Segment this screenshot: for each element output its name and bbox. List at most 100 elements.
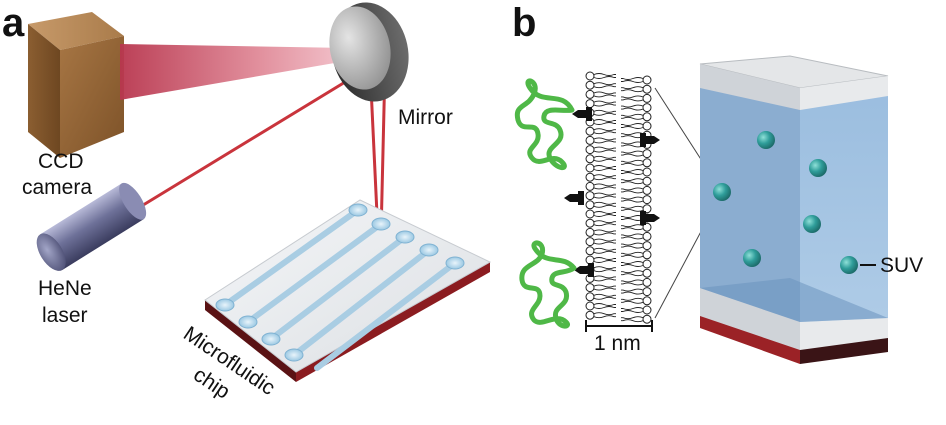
- suv-particle: [809, 159, 827, 177]
- anchor-icon: [574, 263, 594, 277]
- lipid-tail: [593, 100, 616, 107]
- chip-well: [238, 315, 258, 329]
- anchor-icon: [564, 191, 584, 205]
- lipid-head: [585, 218, 595, 228]
- lipid-head: [585, 145, 595, 155]
- laser-label-line1: HeNe: [38, 277, 92, 300]
- lipid-tail: [621, 215, 644, 221]
- protein-coil-icon: [514, 78, 575, 170]
- lipid-tail: [621, 251, 644, 258]
- lipid-tail: [593, 192, 616, 199]
- camera-front-face: [28, 24, 60, 158]
- microfluidic-chip: [204, 199, 492, 382]
- lipid-tail: [593, 220, 616, 227]
- lipid-tail: [593, 238, 616, 245]
- lipid-tail: [621, 113, 644, 120]
- lipid-tail: [621, 196, 644, 203]
- lipid-head: [642, 84, 652, 94]
- chip-well: [395, 230, 415, 244]
- lipid-tail: [621, 141, 644, 148]
- lipid-tail: [593, 284, 616, 291]
- lipid-head: [585, 301, 595, 311]
- panel-b-label: b: [512, 1, 536, 45]
- chip-well: [419, 243, 439, 257]
- chip-well: [348, 203, 368, 217]
- lipid-head: [585, 80, 595, 90]
- chip-well: [284, 348, 304, 362]
- lipid-head: [585, 126, 595, 136]
- chip-well: [371, 217, 391, 231]
- mirror-face: [329, 6, 391, 90]
- panel-a-label: a: [2, 1, 25, 45]
- lipid-tail: [593, 82, 616, 89]
- panel-b: b 1 nm: [512, 1, 923, 364]
- lipid-tail: [621, 86, 644, 93]
- lipid-tail: [593, 119, 616, 125]
- lipid-tail: [621, 132, 644, 139]
- mirror: [329, 2, 409, 102]
- membrane-anchors: [564, 107, 660, 277]
- lipid-tail: [621, 288, 644, 295]
- laser-back-cap: [36, 233, 66, 271]
- lipid-tail: [593, 109, 616, 116]
- lipid-tail: [621, 307, 644, 313]
- camera-label-line2: camera: [22, 176, 92, 199]
- lipid-tail: [621, 123, 644, 129]
- lipid-head: [642, 259, 652, 269]
- lipid-head: [585, 200, 595, 210]
- chip-base-front: [296, 262, 490, 382]
- chip-well: [445, 256, 465, 270]
- lipid-head: [642, 296, 652, 306]
- lipid-head: [642, 277, 652, 287]
- lipid-tail: [593, 137, 616, 144]
- lipid-head: [642, 268, 652, 278]
- laser-front-cap: [119, 182, 147, 220]
- lipid-head: [642, 314, 652, 324]
- lipid-tail: [621, 297, 644, 304]
- camera-beam: [120, 44, 352, 100]
- lipid-tail: [593, 155, 616, 162]
- lipid-head: [642, 121, 652, 131]
- lipid-head: [642, 176, 652, 186]
- lipid-tail: [593, 293, 616, 300]
- lipid-head: [642, 112, 652, 122]
- anchor-icon: [572, 107, 592, 121]
- lipid-tail: [593, 312, 616, 319]
- lipid-head: [642, 241, 652, 251]
- lipid-tail: [593, 73, 616, 79]
- lipid-head: [585, 292, 595, 302]
- suv-particle: [840, 256, 858, 274]
- suv-particle: [743, 249, 761, 267]
- lipid-tail: [593, 201, 616, 208]
- lipid-tail: [621, 169, 644, 175]
- chip-base-left: [205, 300, 296, 382]
- lipid-head: [642, 75, 652, 85]
- lipid-head: [585, 283, 595, 293]
- lipid-tail: [621, 316, 644, 323]
- lipid-head: [585, 154, 595, 164]
- lipid-tail: [621, 205, 644, 212]
- lipid-head: [642, 93, 652, 103]
- lipid-head: [585, 163, 595, 173]
- lipid-head: [585, 310, 595, 320]
- lipid-tail: [593, 165, 616, 171]
- lipid-tail: [621, 279, 644, 286]
- chip-well: [215, 298, 235, 312]
- lipid-tail: [593, 247, 616, 254]
- suv-particle: [803, 215, 821, 233]
- suv-label: SUV: [880, 254, 923, 277]
- lipid-tail: [621, 159, 644, 166]
- chip-channel: [291, 247, 432, 358]
- lipid-head: [585, 209, 595, 219]
- camera-top-face: [28, 12, 124, 50]
- lipid-head: [642, 158, 652, 168]
- lipid-tail: [593, 257, 616, 263]
- panel-a: a: [2, 1, 492, 404]
- camera-label-line1: CCD: [38, 150, 84, 173]
- lipid-head: [642, 149, 652, 159]
- lipid-tail: [593, 303, 616, 309]
- lipid-tail: [593, 91, 616, 98]
- suv-particle: [757, 131, 775, 149]
- lipid-bilayer: [585, 71, 652, 324]
- lipid-head: [642, 204, 652, 214]
